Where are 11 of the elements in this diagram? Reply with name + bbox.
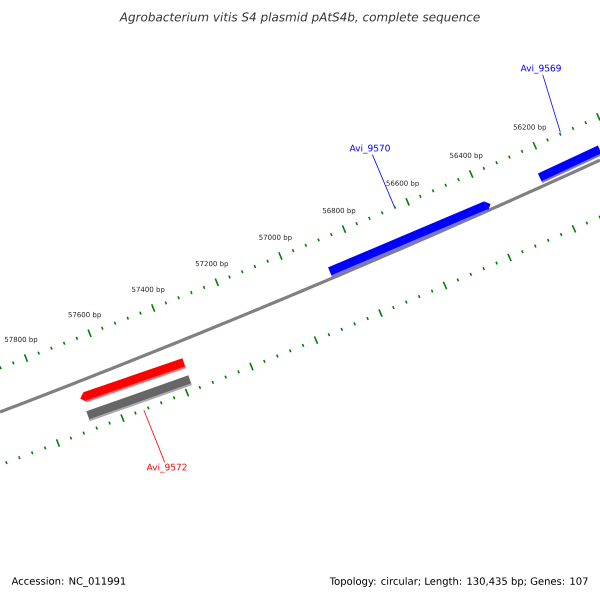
accession-text: Accession: NC_011991	[12, 577, 126, 587]
leader-line	[372, 154, 395, 207]
leader-line	[542, 74, 561, 133]
leader-line	[144, 410, 166, 463]
gene-label: Avi_9572	[146, 464, 187, 472]
gene-arrow	[538, 145, 600, 183]
gene-label: Avi_9570	[350, 144, 390, 154]
title: Agrobacterium vitis S4 plasmid pAtS4b, complete sequence	[119, 12, 480, 24]
gene-arrow	[86, 375, 192, 422]
summary-text: Topology: circular; Length: 130,435 bp; Genes: 107	[330, 577, 588, 587]
gene-label: Avi_9569	[520, 64, 561, 74]
